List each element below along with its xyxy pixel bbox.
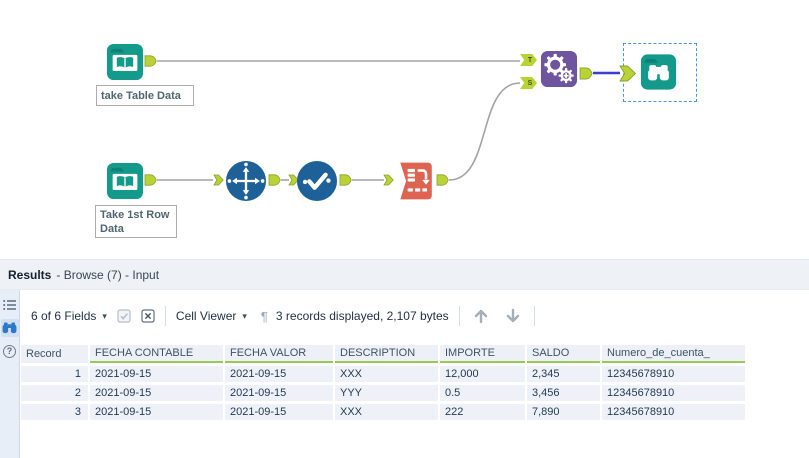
folder-tab-icon: [644, 59, 659, 63]
column-header[interactable]: Record: [21, 345, 88, 363]
data-cell[interactable]: 12345678910: [602, 404, 745, 420]
transpose-tool[interactable]: [394, 161, 436, 201]
data-cell[interactable]: 2021-09-15: [90, 404, 223, 420]
column-header[interactable]: DESCRIPTION: [335, 345, 438, 363]
column-header[interactable]: IMPORTE: [440, 345, 525, 363]
scroll-up-icon[interactable]: [472, 307, 490, 325]
record-number-cell[interactable]: 2: [21, 385, 88, 401]
cross-arrows-icon: [227, 162, 265, 200]
data-cell[interactable]: 2021-09-15: [90, 385, 223, 401]
list-arrow-icon: [407, 168, 430, 192]
toolbar-divider: [164, 306, 166, 326]
data-cell[interactable]: 12,000: [440, 366, 525, 382]
records-summary: 3 records displayed, 2,107 bytes: [275, 309, 449, 323]
input-data-tool-2[interactable]: [106, 162, 144, 200]
workflow-canvas[interactable]: take Table Data Take 1st Row Data: [0, 0, 809, 259]
fields-dropdown-label: 6 of 6 Fields: [31, 309, 97, 323]
column-header[interactable]: SALDO: [527, 345, 600, 363]
data-cell[interactable]: 12345678910: [602, 385, 745, 401]
connection-wires: [157, 60, 620, 181]
scroll-down-icon[interactable]: [504, 307, 522, 325]
input-anchor-selected[interactable]: [619, 65, 637, 82]
results-main-area: 6 of 6 Fields ▾: [20, 290, 809, 458]
data-cell[interactable]: 2021-09-15: [225, 404, 333, 420]
browse-view-icon[interactable]: [0, 319, 19, 337]
column-header[interactable]: FECHA CONTABLE: [90, 345, 223, 363]
help-glyph: ?: [3, 344, 16, 358]
annotation-text: take Table Data: [101, 89, 181, 102]
input-data-tool-1[interactable]: [106, 43, 144, 81]
data-cell[interactable]: 0.5: [440, 385, 525, 401]
metadata-list-icon[interactable]: [1, 296, 19, 314]
annotation-text: Take 1st Row Data: [100, 208, 170, 235]
source-input-anchor[interactable]: S: [520, 77, 537, 89]
check-icon: [302, 172, 331, 190]
data-cell[interactable]: 2021-09-15: [225, 385, 333, 401]
whitespace-toggle-icon[interactable]: ¶: [260, 308, 268, 324]
data-cell[interactable]: 2021-09-15: [225, 366, 333, 382]
chevron-down-icon: ▾: [102, 310, 107, 321]
results-side-rail: ?: [0, 290, 20, 458]
arrange-tool[interactable]: [225, 160, 267, 202]
output-anchor[interactable]: [144, 174, 157, 186]
fields-dropdown[interactable]: 6 of 6 Fields ▾: [31, 309, 107, 323]
select-tool[interactable]: [296, 160, 338, 202]
data-cell[interactable]: XXX: [335, 366, 438, 382]
data-cell[interactable]: 3,456: [527, 385, 600, 401]
results-context: - Browse (7) - Input: [56, 267, 160, 282]
results-panel-header: Results - Browse (7) - Input: [0, 259, 809, 290]
results-panel: Results - Browse (7) - Input: [0, 259, 809, 458]
browse-tool[interactable]: [640, 52, 677, 92]
binoculars-icon: [648, 65, 669, 81]
results-title: Results: [8, 267, 52, 282]
toolbar-divider: [458, 306, 460, 326]
output-anchor[interactable]: [144, 55, 157, 67]
target-input-anchor[interactable]: T: [520, 54, 537, 66]
data-cell[interactable]: YYY: [335, 385, 438, 401]
append-fields-tool[interactable]: [540, 50, 578, 88]
folder-tab-icon: [110, 167, 125, 172]
input-anchor[interactable]: [288, 174, 299, 186]
output-anchor[interactable]: [268, 174, 281, 186]
toolbar-divider: [533, 306, 535, 326]
data-cell[interactable]: 12345678910: [602, 366, 745, 382]
anchor-letter: S: [527, 79, 533, 87]
cell-viewer-label: Cell Viewer: [175, 309, 237, 323]
select-all-checkbox-icon[interactable]: [117, 309, 131, 323]
tool-annotation-input2[interactable]: Take 1st Row Data: [95, 205, 177, 238]
input-anchor[interactable]: [213, 174, 224, 186]
deselect-all-icon[interactable]: [141, 309, 155, 323]
data-cell[interactable]: 2,345: [527, 366, 600, 382]
anchor-letter: T: [527, 56, 533, 64]
folder-tab-icon: [110, 48, 125, 53]
wire-transpose-to-append-s[interactable]: [448, 82, 521, 181]
output-anchor[interactable]: [579, 67, 593, 80]
data-cell[interactable]: 2021-09-15: [90, 366, 223, 382]
results-toolbar: 6 of 6 Fields ▾: [20, 290, 809, 342]
gears-icon: [544, 53, 574, 84]
output-anchor[interactable]: [436, 174, 449, 186]
output-anchor[interactable]: [339, 174, 352, 186]
data-cell[interactable]: 222: [440, 404, 525, 420]
chevron-down-icon: ▾: [242, 310, 247, 321]
data-cell[interactable]: 7,890: [527, 404, 600, 420]
column-header[interactable]: FECHA VALOR: [225, 345, 333, 363]
input-anchor[interactable]: [383, 174, 394, 186]
cell-viewer-dropdown[interactable]: Cell Viewer ▾: [176, 309, 247, 323]
tool-annotation-input1[interactable]: take Table Data: [96, 85, 194, 106]
column-header[interactable]: Numero_de_cuenta_: [602, 345, 745, 363]
record-number-cell[interactable]: 1: [21, 366, 88, 382]
help-icon[interactable]: ?: [1, 342, 19, 360]
data-cell[interactable]: XXX: [335, 404, 438, 420]
record-number-cell[interactable]: 3: [21, 404, 88, 420]
